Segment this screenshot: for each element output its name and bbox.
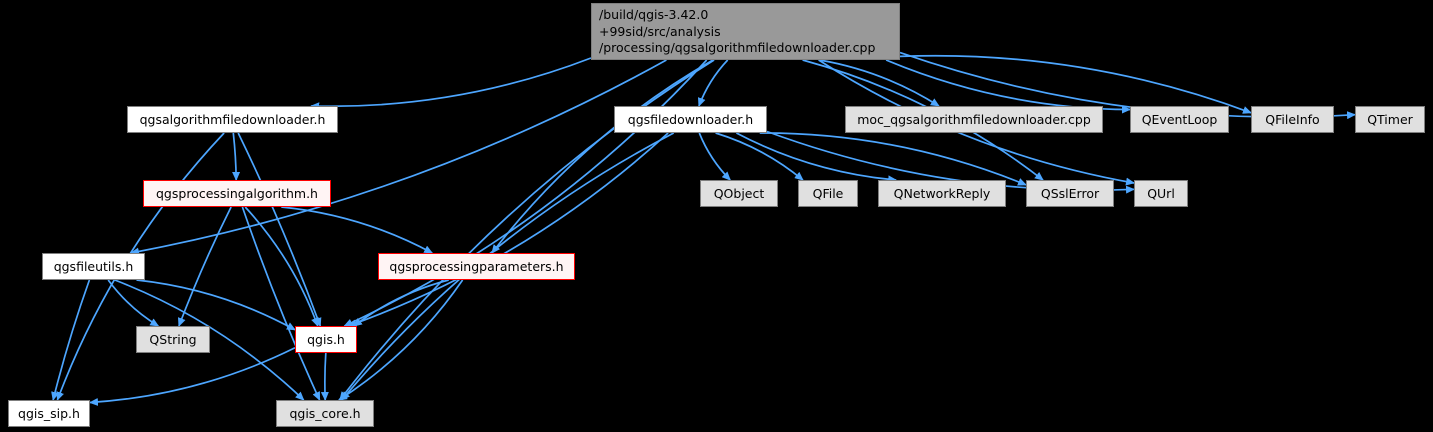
graph-edge-fileutils_h-to-qgis_core_h [114,279,305,401]
graph-node-qfileinfo[interactable]: QFileInfo [1251,106,1334,133]
graph-node-qfile[interactable]: QFile [798,180,858,207]
graph-node-qgis_core_h[interactable]: qgis_core.h [276,400,374,427]
graph-edge-root-to-algfd_h [310,57,592,111]
graph-node-qurl[interactable]: QUrl [1134,180,1188,207]
graph-node-root[interactable]: /build/qgis-3.42.0 +99sid/src/analysis /… [591,3,900,60]
graph-node-procalg_h[interactable]: qgsprocessingalgorithm.h [143,180,331,207]
graph-node-fileutils_h[interactable]: qgsfileutils.h [42,253,145,280]
graph-edge-procparam_h-to-qgis_h [353,279,449,327]
graph-edge-procalg_h-to-qgis_h [244,206,319,327]
graph-edge-filedl_h-to-qgis_h [347,132,669,328]
graph-edge-root-to-qgis_core_h [339,59,715,401]
graph-node-procparam_h[interactable]: qgsprocessingparameters.h [378,253,575,280]
graph-edge-root-to-qfileinfo [899,54,1252,114]
graph-edge-procalg_h-to-qstring [178,206,232,327]
graph-edge-filedl_h-to-qgis_core_h [341,132,675,401]
graph-edge-procalg_h-to-procparam_h [281,206,434,254]
graph-node-qstring[interactable]: QString [136,326,210,353]
graph-node-algfd_h[interactable]: qgsalgorithmfiledownloader.h [127,106,338,133]
graph-edge-filedl_h-to-qobject [698,132,731,181]
graph-node-filedl_h[interactable]: qgsfiledownloader.h [614,106,767,133]
graph-node-qtimer[interactable]: QTimer [1355,106,1425,133]
graph-edge-filedl_h-to-qnetreply [736,132,898,184]
graph-node-qsslerror[interactable]: QSslError [1026,180,1114,207]
graph-edge-root-to-moc_cpp [819,59,940,107]
graph-edge-qgis_h-to-qgis_core_h [320,352,329,401]
graph-edge-procalg_h-to-qgis_core_h [241,206,321,401]
graph-node-qobject[interactable]: QObject [700,180,778,207]
graph-edge-algfd_h-to-procalg_h [232,132,241,181]
graph-node-moc_cpp[interactable]: moc_qgsalgorithmfiledownloader.cpp [845,106,1103,133]
graph-edge-fileutils_h-to-qgis_h [136,279,296,331]
graph-edge-fileutils_h-to-qgis_sip_h [51,279,91,401]
graph-edge-filedl_h-to-qsslerror [759,132,1027,186]
graph-node-qgis_sip_h[interactable]: qgis_sip.h [8,400,90,427]
graph-edge-root-to-filedl_h [697,59,729,107]
graph-edge-root-to-qurl [818,59,1135,186]
graph-node-qeventloop[interactable]: QEventLoop [1130,106,1229,133]
graph-edge-algfd_h-to-qgis_h [237,132,322,327]
graph-edge-root-to-fileutils_h [130,59,667,256]
graph-edge-qgis_h-to-qgis_sip_h [89,347,296,406]
graph-edge-filedl_h-to-qfile [715,132,804,181]
graph-node-qgis_h[interactable]: qgis.h [295,326,357,353]
graph-edge-fileutils_h-to-qstring [107,279,160,327]
graph-node-qnetreply[interactable]: QNetworkReply [878,180,1006,207]
graph-edge-procparam_h-to-qgis_core_h [338,279,464,401]
